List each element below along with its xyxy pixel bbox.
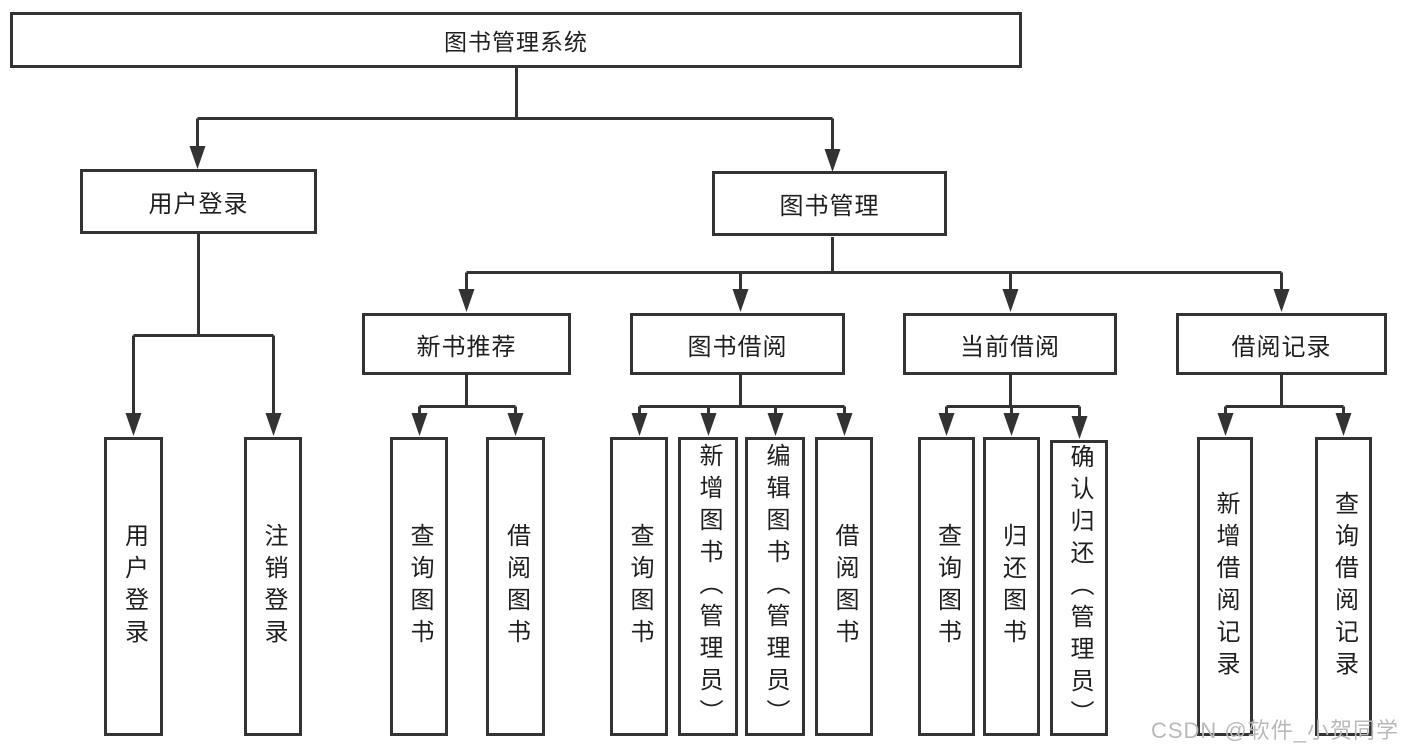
node-label: 查询图书 [626, 522, 653, 651]
node-borrowing-records: 借阅记录 [1176, 313, 1387, 375]
node-label: 当前借阅 [960, 333, 1060, 361]
leaf-query-books: 查询图书 [390, 437, 448, 736]
node-label: 用户登录 [148, 191, 249, 218]
node-label: 图书管理 [779, 193, 880, 220]
leaf-borrow-books: 借阅图书 [486, 437, 545, 736]
node-label: 借阅图书 [502, 522, 530, 651]
leaf-query-borrow-record: 查询借阅记录 [1315, 437, 1372, 736]
node-user-login: 用户登录 [80, 169, 317, 234]
node-label: 编辑图书（管理员） [762, 442, 789, 731]
node-label: 归还图书 [998, 522, 1026, 651]
csdn-watermark: CSDN @软件_小贺同学 [1150, 718, 1399, 743]
leaf-add-borrow-record: 新增借阅记录 [1197, 437, 1253, 736]
node-label: 确认归还（管理员） [1066, 444, 1093, 732]
leaf-query-books: 查询图书 [610, 437, 668, 736]
node-label: 图书借阅 [687, 333, 788, 361]
leaf-return-books: 归还图书 [983, 437, 1040, 736]
node-book-management: 图书管理 [712, 171, 947, 236]
leaf-query-books: 查询图书 [918, 437, 975, 736]
node-label: 查询图书 [406, 522, 433, 651]
node-library-management-system: 图书管理系统 [10, 12, 1022, 68]
node-current-borrowing: 当前借阅 [903, 313, 1117, 375]
node-label: 注销登录 [260, 522, 287, 651]
leaf-edit-books-admin: 编辑图书（管理员） [745, 437, 805, 736]
node-label: 图书管理系统 [444, 29, 588, 55]
node-new-book-recommendation: 新书推荐 [362, 313, 571, 375]
leaf-borrow-books: 借阅图书 [815, 437, 873, 736]
node-book-borrowing: 图书借阅 [630, 313, 845, 375]
leaf-confirm-return-admin: 确认归还（管理员） [1050, 440, 1108, 736]
node-label: 新书推荐 [416, 333, 517, 361]
node-label: 新增借阅记录 [1212, 490, 1239, 683]
node-label: 借阅记录 [1231, 333, 1332, 361]
node-label: 借阅图书 [831, 522, 858, 651]
leaf-logout: 注销登录 [244, 437, 302, 736]
node-label: 新增图书（管理员） [695, 442, 722, 731]
node-label: 查询图书 [933, 522, 961, 651]
node-label: 查询借阅记录 [1330, 490, 1358, 683]
node-label: 用户登录 [120, 522, 148, 651]
leaf-user-login: 用户登录 [104, 437, 163, 736]
leaf-add-books-admin: 新增图书（管理员） [678, 437, 738, 736]
